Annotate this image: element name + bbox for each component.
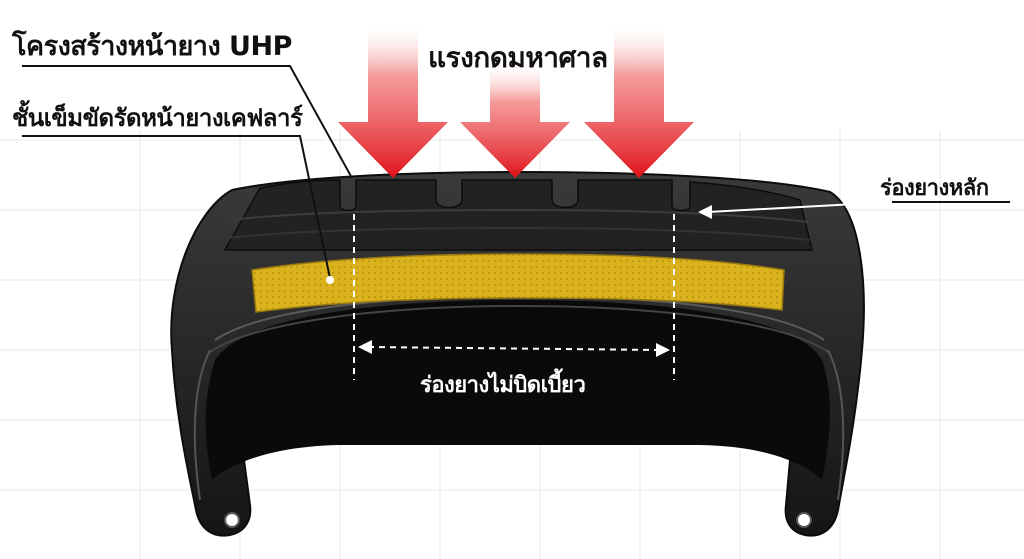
label-main-groove: ร่องยางหลัก xyxy=(880,170,989,205)
tread xyxy=(225,180,812,250)
label-kevlar-belt: ชั้นเข็มขัดรัดหน้ายางเคฟลาร์ xyxy=(12,98,302,137)
leader-kevlar-dot xyxy=(326,276,334,284)
label-high-force: แรงกดมหาศาล xyxy=(428,36,608,80)
label-uhp-structure: โครงสร้างหน้ายาง UHP xyxy=(12,24,292,67)
right-bead xyxy=(797,513,811,527)
left-bead xyxy=(225,513,239,527)
label-non-distort-groove: ร่องยางไม่บิดเบี้ยว xyxy=(420,367,585,402)
